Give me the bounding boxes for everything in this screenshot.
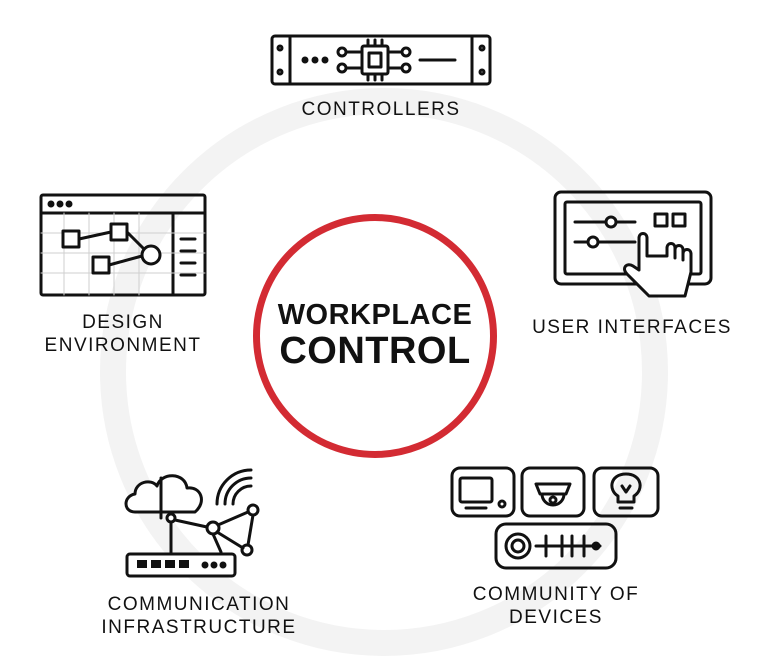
center-hub: WORKPLACE CONTROL: [253, 214, 497, 458]
center-title-line1: WORKPLACE: [277, 298, 473, 331]
design-window-icon: [39, 193, 207, 297]
user-interfaces-label: USER INTERFACES: [532, 317, 732, 338]
devices-group-icon: [450, 466, 662, 572]
center-title-line2: CONTROL: [279, 330, 471, 373]
controller-chip-icon: [270, 34, 492, 86]
network-router-cloud-icon: [121, 468, 277, 580]
controllers-label: CONTROLLERS: [301, 99, 461, 120]
community-of-devices-label: COMMUNITY OF DEVICES: [472, 584, 640, 628]
touch-panel-icon: [553, 190, 713, 300]
design-environment-label: DESIGN ENVIRONMENT: [44, 312, 202, 356]
communication-infrastructure-label: COMMUNICATION INFRASTRUCTURE: [101, 594, 297, 638]
